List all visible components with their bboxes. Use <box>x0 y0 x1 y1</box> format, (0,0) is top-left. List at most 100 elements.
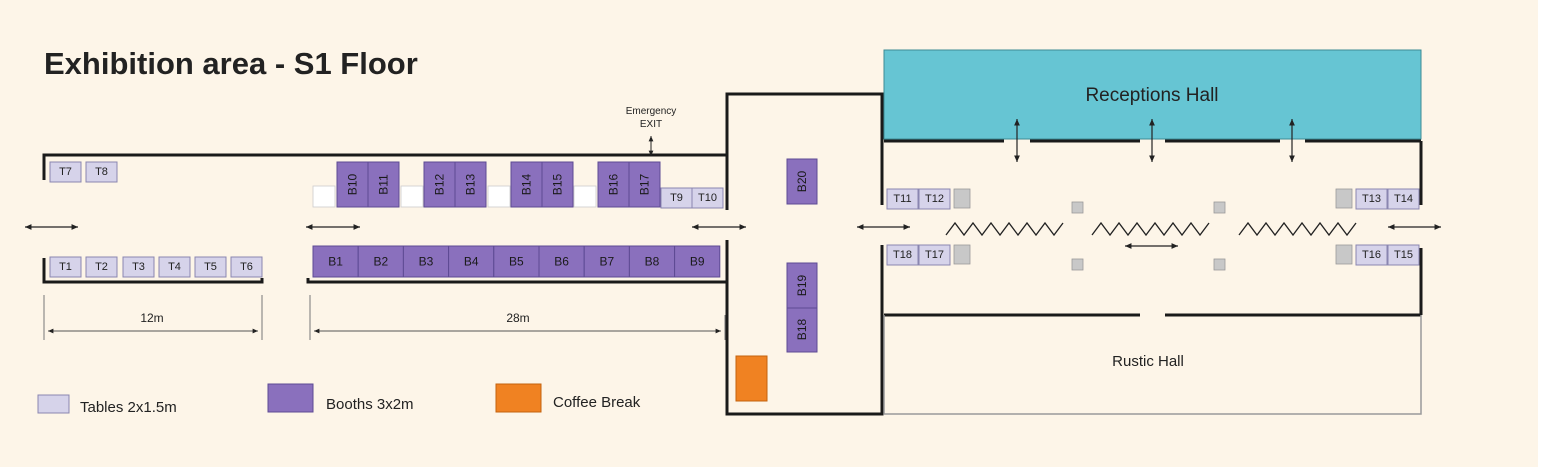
table-t11-shape <box>886 188 919 210</box>
booth-b12: B12 <box>423 161 456 208</box>
booth-b16-shape <box>597 161 630 208</box>
page-margin <box>1538 0 1560 467</box>
booth-b13: B13 <box>454 161 487 208</box>
booth-b14: B14 <box>510 161 543 208</box>
right-hall-walls <box>884 139 1423 317</box>
table-t8: T8 <box>85 161 118 183</box>
zigzag-partition <box>1091 221 1210 237</box>
zigzag-partitions <box>945 221 1357 237</box>
booth-b1-shape <box>312 245 359 278</box>
booth-b19: B19 <box>786 262 818 309</box>
table-t16-shape <box>1355 244 1388 266</box>
booth-b3-shape <box>402 245 450 278</box>
table-t17-shape <box>918 244 951 266</box>
table-t9-label: T9 <box>670 192 683 204</box>
booth-b18-shape <box>786 306 818 353</box>
emergency-exit-label-2: EXIT <box>640 119 662 130</box>
reception-hall-label: Receptions Hall <box>1085 85 1218 106</box>
booth-b7-label: B7 <box>599 255 614 269</box>
booth-b19-label: B19 <box>795 275 809 297</box>
pillar <box>1335 188 1353 209</box>
table-t5: T5 <box>194 256 227 278</box>
booth-b18: B18 <box>786 306 818 353</box>
dimension-left-label: 12m <box>140 311 163 325</box>
empty-slot <box>400 185 424 208</box>
legend-table-label: Tables 2x1.5m <box>80 399 177 416</box>
flow-arrows <box>25 119 1441 249</box>
table-t12-shape <box>918 188 951 210</box>
booth-b2-shape <box>357 245 404 278</box>
booth-b1-label: B1 <box>328 255 343 269</box>
booth-b8-label: B8 <box>645 255 660 269</box>
table-t4-shape <box>158 256 191 278</box>
table-t13-shape <box>1355 188 1388 210</box>
pillar <box>953 188 971 209</box>
table-t12-label: T12 <box>925 193 944 205</box>
legend-booth-label: Booths 3x2m <box>326 396 414 413</box>
booth-b5: B5 <box>493 245 540 278</box>
table-t14-label: T14 <box>1394 193 1413 205</box>
table-t15: T15 <box>1387 244 1420 266</box>
table-t13: T13 <box>1355 188 1388 210</box>
booth-b2-label: B2 <box>373 255 388 269</box>
table-t1-shape <box>49 256 82 278</box>
table-t2-shape <box>85 256 118 278</box>
table-t18-shape <box>886 244 919 266</box>
booth-b6-label: B6 <box>554 255 569 269</box>
coffee-break-area <box>735 355 768 402</box>
booth-b3: B3 <box>402 245 450 278</box>
legend-table-swatch <box>37 394 70 414</box>
pillar <box>1071 201 1084 214</box>
table-t7: T7 <box>49 161 82 183</box>
table-t8-label: T8 <box>95 166 108 178</box>
booth-b4-label: B4 <box>464 255 479 269</box>
pillar <box>1071 258 1084 271</box>
booth-b15-shape <box>541 161 574 208</box>
rustic-hall-label: Rustic Hall <box>1112 353 1184 370</box>
table-t16-label: T16 <box>1362 249 1381 261</box>
pillar <box>953 244 971 265</box>
table-t15-shape <box>1387 244 1420 266</box>
table-t3-label: T3 <box>132 261 145 273</box>
pillar <box>1335 244 1353 265</box>
booth-b8: B8 <box>628 245 676 278</box>
table-t11: T11 <box>886 188 919 210</box>
pillar <box>1213 201 1226 214</box>
table-t7-label: T7 <box>59 166 72 178</box>
booth-b20-label: B20 <box>795 171 809 193</box>
table-t14-shape <box>1387 188 1420 210</box>
rustic-hall-outline <box>883 315 1422 415</box>
booth-b18-label: B18 <box>795 319 809 341</box>
table-t17: T17 <box>918 244 951 266</box>
table-t2-label: T2 <box>95 261 108 273</box>
booth-b4: B4 <box>448 245 495 278</box>
booth-b10-label: B10 <box>346 174 360 196</box>
booth-b17: B17 <box>628 161 661 208</box>
table-t4: T4 <box>158 256 191 278</box>
booth-b5-label: B5 <box>509 255 524 269</box>
booth-b11: B11 <box>367 161 400 208</box>
empty-slots <box>312 185 597 208</box>
booth-b20: B20 <box>786 158 818 205</box>
table-t11-label: T11 <box>893 193 911 205</box>
booth-b13-label: B13 <box>464 174 478 196</box>
booth-b7-shape <box>583 245 630 278</box>
table-t1-label: T1 <box>59 261 72 273</box>
table-t17-label: T17 <box>925 249 944 261</box>
table-t13-label: T13 <box>1362 193 1381 205</box>
table-t15-label: T15 <box>1394 249 1413 261</box>
table-t14: T14 <box>1387 188 1420 210</box>
booth-b1: B1 <box>312 245 359 278</box>
booth-b16: B16 <box>597 161 630 208</box>
table-t7-shape <box>49 161 82 183</box>
booth-b6: B6 <box>538 245 585 278</box>
legend: Tables 2x1.5m Booths 3x2m Coffee Break <box>37 383 641 416</box>
booth-b17-shape <box>628 161 661 208</box>
table-t5-shape <box>194 256 227 278</box>
table-t9: T9 <box>660 187 693 209</box>
dimension-lines: 12m 28m <box>43 295 726 340</box>
table-t8-shape <box>85 161 118 183</box>
